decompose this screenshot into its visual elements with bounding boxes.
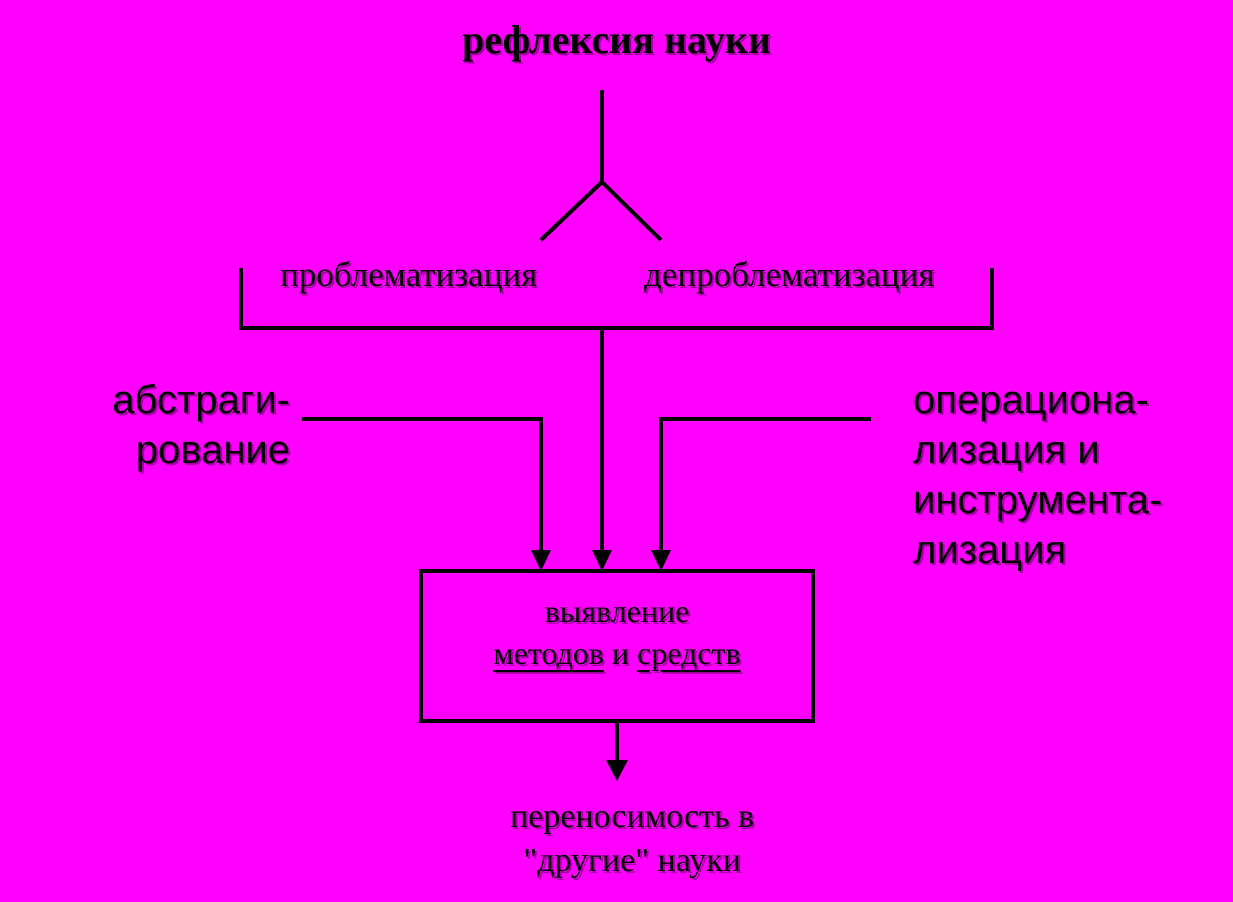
methods-word: методов — [493, 635, 604, 671]
methods-box-text: выявление методов и средств — [422, 590, 812, 674]
transferability-line-2: "другие" науки — [523, 842, 741, 879]
operationalization-line-1: операциона- — [913, 378, 1149, 422]
problematization-label: проблематизация — [280, 255, 538, 294]
output-arrowhead — [606, 760, 628, 781]
bracket-line — [239, 268, 994, 330]
box-line-2: методов и средств — [422, 632, 812, 674]
operationalization-line-3: инструмента- — [913, 478, 1163, 522]
right-input-line — [659, 417, 871, 552]
left-arrowhead — [531, 550, 551, 571]
conjunction-word: и — [603, 635, 638, 671]
fork-left-line — [539, 180, 604, 242]
abstraction-line-2: рование — [135, 428, 290, 472]
right-arrowhead — [651, 550, 671, 571]
diagram-title: рефлексия науки — [462, 17, 771, 62]
deproblematization-label: депроблематизация — [644, 255, 935, 294]
center-arrowhead — [592, 550, 612, 571]
abstraction-label: абстраги- рование — [90, 375, 290, 475]
operationalization-label: операциона- лизация и инструмента- лизац… — [913, 375, 1162, 575]
transferability-line-1: переносимость в — [509, 798, 755, 835]
abstraction-line-1: абстраги- — [112, 378, 290, 422]
operationalization-line-2: лизация и — [913, 428, 1100, 472]
left-input-line — [302, 417, 543, 552]
means-word: средств — [637, 635, 741, 671]
fork-right-line — [600, 180, 663, 242]
operationalization-line-4: лизация — [913, 528, 1067, 572]
transferability-label: переносимость в "другие" науки — [432, 795, 832, 883]
box-line-1: выявление — [544, 593, 690, 629]
